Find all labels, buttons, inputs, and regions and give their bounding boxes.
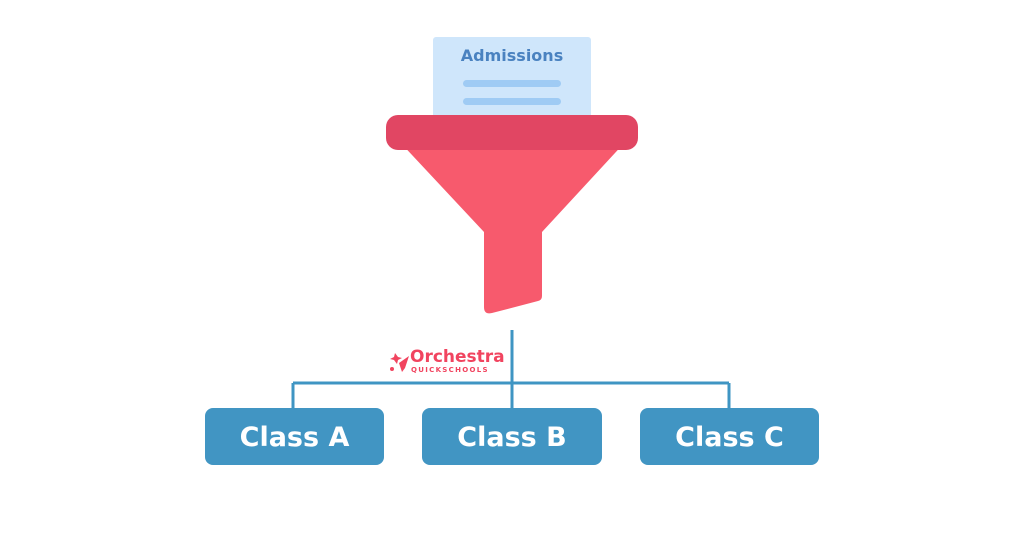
funnel-cone bbox=[398, 140, 627, 314]
class-box-b-bg bbox=[422, 408, 602, 465]
admissions-document: Admissions bbox=[433, 37, 591, 127]
orchestra-logo-icon bbox=[390, 353, 409, 372]
document-line bbox=[463, 80, 561, 87]
document-title: Admissions bbox=[461, 46, 563, 65]
funnel-icon bbox=[386, 115, 638, 314]
class-box-a-bg bbox=[205, 408, 384, 465]
logo-subtitle: QUICKSCHOOLS bbox=[411, 366, 489, 374]
connector-tree bbox=[291, 330, 731, 408]
class-c-label: Class C bbox=[675, 422, 784, 453]
document-line bbox=[463, 98, 561, 105]
class-b-label: Class B bbox=[457, 422, 566, 453]
class-box-c-bg bbox=[640, 408, 819, 465]
funnel-rim bbox=[386, 115, 638, 150]
orchestra-logo: Orchestra QUICKSCHOOLS bbox=[390, 347, 505, 374]
class-box-c: Class C bbox=[640, 408, 819, 465]
class-a-label: Class A bbox=[240, 422, 350, 453]
class-box-b: Class B bbox=[422, 408, 602, 465]
logo-name: Orchestra bbox=[410, 347, 505, 367]
class-box-a: Class A bbox=[205, 408, 384, 465]
